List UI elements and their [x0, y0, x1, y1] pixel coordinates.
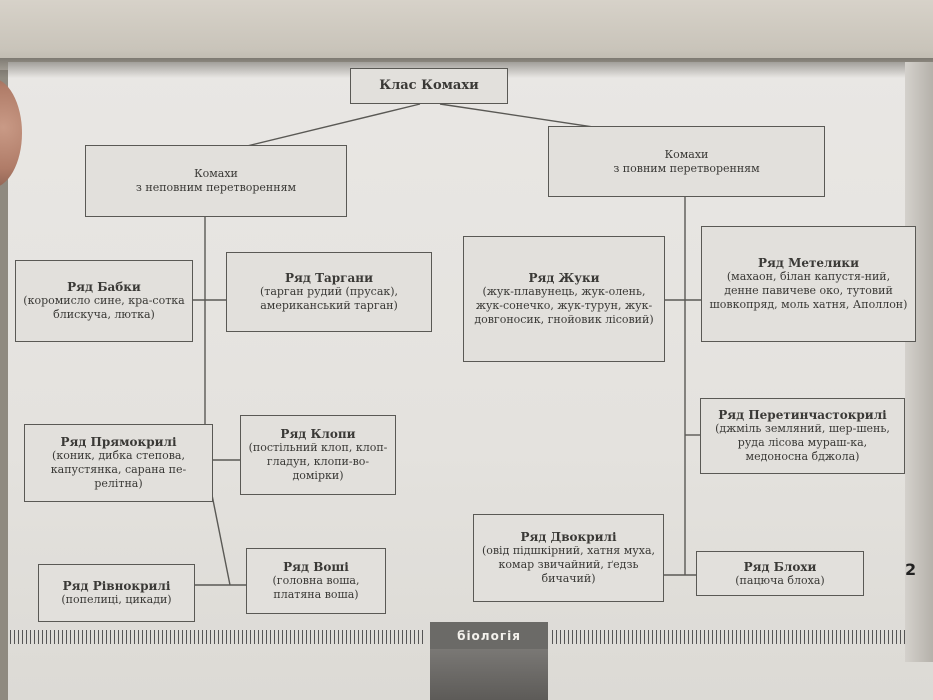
order-examples: (головна воша, платяна воша) — [272, 574, 360, 601]
footer-rule-right — [552, 630, 905, 644]
order-examples: (коник, дибка степова, капустянка, саран… — [50, 449, 187, 490]
order-examples: (махаон, білан капустя-ний, денне павиче… — [709, 270, 908, 311]
group-incomplete-line2: з неповним перетворенням — [135, 181, 297, 194]
order-title: Ряд Перетинчастокрилі — [718, 408, 887, 422]
order-box-tarhany: Ряд Таргани (тарган рудий (прусак), амер… — [226, 252, 432, 332]
order-box-peretynchastokryli: Ряд Перетинчастокрилі (джміль земляний, … — [700, 398, 905, 474]
group-complete-line1: Комахи — [664, 147, 709, 161]
order-box-priamokryli: Ряд Прямокрилі (коник, дибка степова, ка… — [24, 424, 213, 502]
page-edge — [905, 62, 933, 662]
order-title: Ряд Воші — [283, 560, 349, 574]
group-complete-line2: з повним перетворенням — [613, 161, 760, 175]
group-complete-box: Комахи з повним перетворенням — [548, 126, 825, 197]
order-title: Ряд Блохи — [743, 559, 817, 574]
order-examples: (овід підшкірний, хатня муха, комар звич… — [481, 544, 656, 585]
section-tag: біологія — [430, 622, 548, 649]
group-incomplete-box: Комахи з неповним перетворенням — [85, 145, 347, 217]
root-title: Клас Комахи — [379, 78, 479, 93]
order-examples: (тарган рудий (прусак), американський та… — [259, 285, 399, 312]
order-title: Ряд Метелики — [758, 256, 859, 270]
order-box-zhuky: Ряд Жуки (жук-плавунець, жук-олень, жук-… — [463, 236, 665, 362]
order-examples: (жук-плавунець, жук-олень, жук-сонечко, … — [474, 285, 654, 326]
page-number: 2 — [905, 560, 917, 579]
order-examples: (пацюча блоха) — [735, 573, 825, 587]
order-title: Ряд Таргани — [285, 271, 373, 285]
order-title: Ряд Бабки — [67, 280, 141, 294]
finger — [0, 78, 22, 188]
order-title: Ряд Рівнокрилі — [62, 579, 171, 593]
order-title: Ряд Жуки — [528, 271, 600, 285]
order-box-klopy: Ряд Клопи (постільний клоп, клоп-гладун,… — [240, 415, 396, 495]
footer-tab — [430, 649, 548, 700]
order-examples: (джміль земляний, шер-шень, руда лісова … — [715, 422, 890, 463]
order-box-rivnokryli: Ряд Рівнокрилі (попелиці, цикади) — [38, 564, 195, 622]
group-incomplete-line1: Комахи — [194, 167, 238, 180]
order-box-voshi: Ряд Воші (головна воша, платяна воша) — [246, 548, 386, 614]
order-title: Ряд Клопи — [280, 427, 356, 441]
order-box-dvokryli: Ряд Двокрилі (овід підшкірний, хатня мух… — [473, 514, 664, 602]
order-title: Ряд Двокрилі — [520, 530, 617, 544]
order-box-babky: Ряд Бабки (коромисло сине, кра-сотка бли… — [15, 260, 193, 342]
order-box-blokhy: Ряд Блохи (пацюча блоха) — [696, 551, 864, 596]
order-examples: (постільний клоп, клоп-гладун, клопи-во-… — [248, 441, 388, 482]
order-box-metelyky: Ряд Метелики (махаон, білан капустя-ний,… — [701, 226, 916, 342]
footer-rule-left — [10, 630, 425, 644]
order-examples: (попелиці, цикади) — [61, 593, 172, 606]
order-title: Ряд Прямокрилі — [60, 435, 177, 449]
order-examples: (коромисло сине, кра-сотка блискуча, лют… — [23, 294, 185, 321]
root-class-box: Клас Комахи — [350, 68, 508, 104]
